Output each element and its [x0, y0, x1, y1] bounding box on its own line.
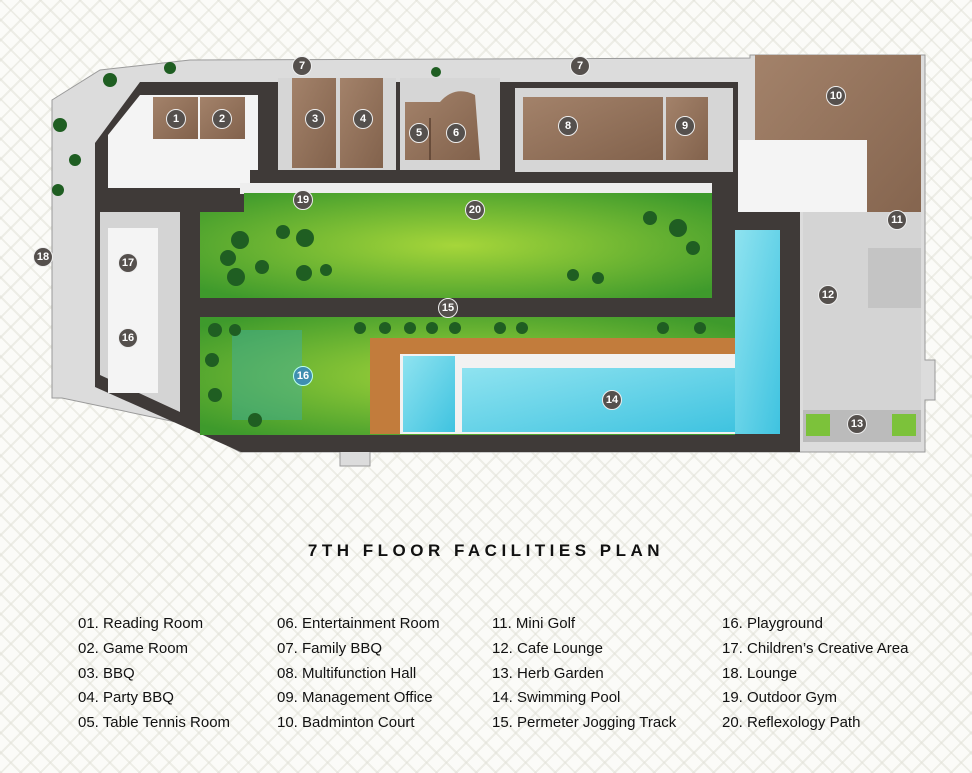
legend-item: 14. Swimming Pool	[492, 689, 621, 707]
marker-lounge: 18	[33, 247, 53, 267]
legend-column: 01. Reading Room 02. Game Room 03. BBQ 0…	[78, 614, 230, 738]
marker-cafe-lounge: 12	[818, 285, 838, 305]
marker-badminton-court: 10	[826, 86, 846, 106]
marker-management-office: 9	[675, 116, 695, 136]
marker-mini-golf: 11	[887, 210, 907, 230]
marker-party-bbq: 4	[353, 109, 373, 129]
legend-item: 10. Badminton Court	[277, 714, 415, 732]
wood-deck	[370, 338, 735, 354]
trees	[52, 62, 706, 427]
legend-item: 09. Management Office	[277, 689, 433, 707]
legend-item: 17. Children’s Creative Area	[722, 639, 909, 657]
legend-column: 16. Playground 17. Children’s Creative A…	[722, 614, 909, 738]
outdoor-gym-strip	[240, 183, 712, 194]
legend-column: 11. Mini Golf 12. Cafe Lounge 13. Herb G…	[492, 614, 676, 738]
legend-item: 07. Family BBQ	[277, 639, 383, 657]
pool-lanes	[403, 356, 455, 432]
marker-family-bbq: 7	[292, 56, 312, 76]
legend-item: 15. Permeter Jogging Track	[492, 714, 677, 732]
marker-family-bbq: 7	[570, 56, 590, 76]
legend-column: 06. Entertainment Room 07. Family BBQ 08…	[277, 614, 440, 738]
legend-item: 08. Multifunction Hall	[277, 664, 417, 682]
marker-swimming-pool: 14	[602, 390, 622, 410]
pool-vertical	[735, 230, 780, 434]
marker-jogging-track: 15	[438, 298, 458, 318]
legend-item: 13. Herb Garden	[492, 664, 604, 682]
room-table-tennis-entertainment	[405, 91, 480, 160]
marker-game-room: 2	[212, 109, 232, 129]
legend-item: 05. Table Tennis Room	[78, 714, 231, 732]
marker-outdoor-gym: 19	[293, 190, 313, 210]
room-multifunction-hall	[523, 97, 663, 160]
room-badminton-minigolf	[755, 55, 921, 247]
marker-entertainment-room: 6	[446, 123, 466, 143]
legend-item: 03. BBQ	[78, 664, 135, 682]
legend-item: 01. Reading Room	[78, 615, 204, 632]
legend-item: 20. Reflexology Path	[722, 714, 861, 732]
marker-playground: 16	[293, 366, 313, 386]
cafe-lounge	[803, 212, 921, 410]
lawn-top	[200, 193, 712, 298]
legend-item: 18. Lounge	[722, 664, 798, 682]
marker-herb-garden: 13	[847, 414, 867, 434]
legend-item: 04. Party BBQ	[78, 689, 174, 707]
playground-area	[232, 330, 302, 420]
marker-reading-room: 1	[166, 109, 186, 129]
legend-item: 06. Entertainment Room	[277, 615, 440, 632]
marker-reflexology-path: 20	[465, 200, 485, 220]
marker-childrens-creative-area: 17	[118, 253, 138, 273]
legend-item: 19. Outdoor Gym	[722, 689, 838, 707]
legend-item: 16. Playground	[722, 615, 823, 632]
plan-title: 7TH FLOOR FACILITIES PLAN	[307, 541, 665, 560]
swimming-pool	[462, 368, 735, 432]
marker-multifunction-hall: 8	[558, 116, 578, 136]
marker-playground: 16	[118, 328, 138, 348]
marker-bbq: 3	[305, 109, 325, 129]
legend-item: 11. Mini Golf	[492, 615, 576, 632]
legend-item: 02. Game Room	[78, 639, 189, 657]
legend-item: 12. Cafe Lounge	[492, 639, 603, 657]
marker-table-tennis-room: 5	[409, 123, 429, 143]
